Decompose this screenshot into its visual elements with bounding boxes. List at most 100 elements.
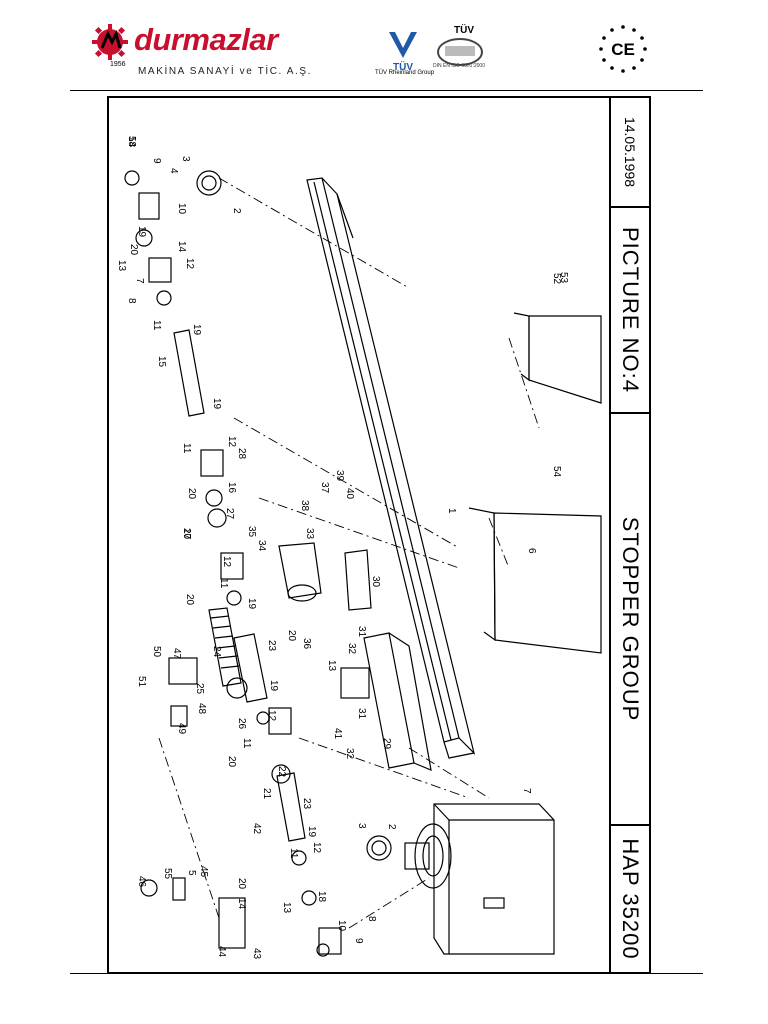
part-number-label: 44 — [216, 946, 227, 958]
part-number-label: 47 — [171, 648, 182, 660]
part-number-label: 26 — [236, 718, 247, 730]
brand-name: durmazlar — [134, 22, 278, 57]
tuv2-label: TÜV — [454, 25, 474, 36]
part-number-label: 38 — [299, 500, 310, 512]
shaft-23-upper — [233, 633, 268, 703]
part-number-label: 20 — [181, 528, 192, 540]
part-number-label: 7 — [521, 788, 532, 794]
part-number-label: 11 — [218, 578, 229, 589]
knob-46 — [140, 879, 158, 897]
brand-subtitle: MAKİNA SANAYİ ve TİC. A.Ş. — [138, 66, 313, 77]
tuv-cert-logo — [437, 38, 483, 66]
part-number-label: 20 — [286, 630, 297, 642]
part-number-label: 34 — [256, 540, 267, 552]
part-number-label: 22 — [276, 766, 287, 778]
part-number-label: 6 — [526, 548, 537, 554]
part-number-label: 10 — [336, 920, 347, 932]
ce-mark-icon: CE — [599, 25, 647, 73]
part-number-label: 11 — [241, 738, 252, 749]
part-number-label: 11 — [181, 443, 192, 454]
part-number-label: 9 — [151, 158, 162, 164]
tuv-rheinland-logo: TÜV — [389, 32, 417, 73]
part-number-label: 20 — [128, 244, 139, 256]
part-number-label: 39 — [334, 470, 345, 482]
bracket-12-bot — [268, 707, 292, 735]
part-number-label: 21 — [261, 788, 272, 800]
footer-divider — [70, 973, 703, 974]
part-number-label: 24 — [211, 646, 222, 658]
title-picture-cell: PICTURE NO:4 — [611, 208, 649, 414]
part-number-label: 25 — [194, 683, 205, 695]
title-date-cell: 14.05.1998 — [611, 98, 649, 208]
part-number-label: 55 — [162, 868, 173, 880]
part-number-label: 12 — [221, 556, 232, 568]
part-number-label: 19 — [246, 598, 257, 610]
bracket-12-top — [148, 257, 172, 283]
part-number-label: 17 — [181, 528, 192, 540]
part-number-label: 12 — [266, 710, 277, 722]
part-number-label: 15 — [156, 356, 167, 368]
drawing-date: 14.05.1998 — [622, 116, 638, 188]
bracket-10-bot — [318, 927, 342, 955]
part-number-label: 19 — [268, 680, 279, 692]
cover-52 — [493, 512, 602, 654]
part-number-label: 40 — [344, 488, 355, 500]
group-name: STOPPER GROUP — [618, 516, 643, 722]
title-group-cell: STOPPER GROUP — [611, 414, 649, 826]
part-number-label: 7 — [134, 278, 145, 284]
tuv2-caption: DIN EN ISO 9001:2000 — [433, 63, 485, 69]
part-number-label: 10 — [176, 203, 187, 215]
part-number-label: 35 — [246, 526, 257, 538]
part-number-label: 29 — [381, 738, 392, 750]
part-number-label: 8 — [126, 298, 137, 304]
part-number-label: 51 — [136, 676, 147, 688]
part-number-label: 14 — [176, 241, 187, 253]
cover-53 — [528, 315, 602, 404]
part-number-label: 5 — [186, 870, 197, 876]
part-number-label: 31 — [356, 626, 367, 638]
part-number-label: 54 — [126, 136, 137, 148]
part-number-label: 20 — [186, 488, 197, 500]
part-number-label: 13 — [116, 260, 127, 272]
bracket-12-mid — [200, 449, 224, 477]
header-divider — [70, 90, 703, 91]
shaft-23-lower — [276, 772, 306, 842]
part-number-label: 2 — [386, 824, 397, 830]
part-number-label: 53 — [558, 272, 569, 284]
part-number-label: 1 — [446, 508, 457, 514]
bracket-12-low — [220, 552, 244, 580]
svg-text:TÜV: TÜV — [393, 60, 413, 73]
part-number-label: 12 — [226, 436, 237, 448]
part-number-label: 4 — [168, 168, 179, 174]
bracket-10-top — [138, 192, 160, 220]
title-model-cell: HAP 35200 — [611, 826, 649, 972]
part-number-label: 32 — [344, 748, 355, 760]
page-header: 1956 durmazlar MAKİNA SANAYİ ve TİC. A.Ş… — [0, 0, 768, 92]
bracket-30 — [344, 549, 372, 611]
part-number-label: 33 — [304, 528, 315, 540]
part-number-label: 36 — [301, 638, 312, 650]
flange-part — [414, 823, 452, 889]
part-number-label: 50 — [151, 646, 162, 658]
part-number-label: 11 — [288, 848, 299, 859]
part-number-label: 32 — [346, 643, 357, 655]
tuv1-caption: TÜV Rheinland Group — [375, 70, 435, 76]
part-number-label: 20 — [184, 594, 195, 606]
part-number-label: 2 — [231, 208, 242, 214]
part-number-label: 19 — [306, 826, 317, 838]
gear-2-bottom — [366, 835, 392, 861]
title-block: 14.05.1998 PICTURE NO:4 STOPPER GROUP HA… — [609, 98, 649, 972]
brand-year: 1956 — [110, 61, 126, 68]
part-number-label: 12 — [311, 842, 322, 854]
part-number-label: 13 — [281, 902, 292, 914]
part-number-label: 14 — [236, 898, 247, 910]
spring-shaft-24 — [208, 607, 242, 687]
durmazlar-gear-logo — [92, 24, 128, 60]
part-number-label: 3 — [180, 156, 191, 162]
part-number-label: 20 — [226, 756, 237, 768]
spring-55 — [172, 877, 186, 901]
base-housing — [433, 803, 555, 955]
part-number-label: 16 — [226, 482, 237, 494]
ce-label: CE — [611, 40, 635, 59]
part-number-label: 19 — [136, 226, 147, 238]
